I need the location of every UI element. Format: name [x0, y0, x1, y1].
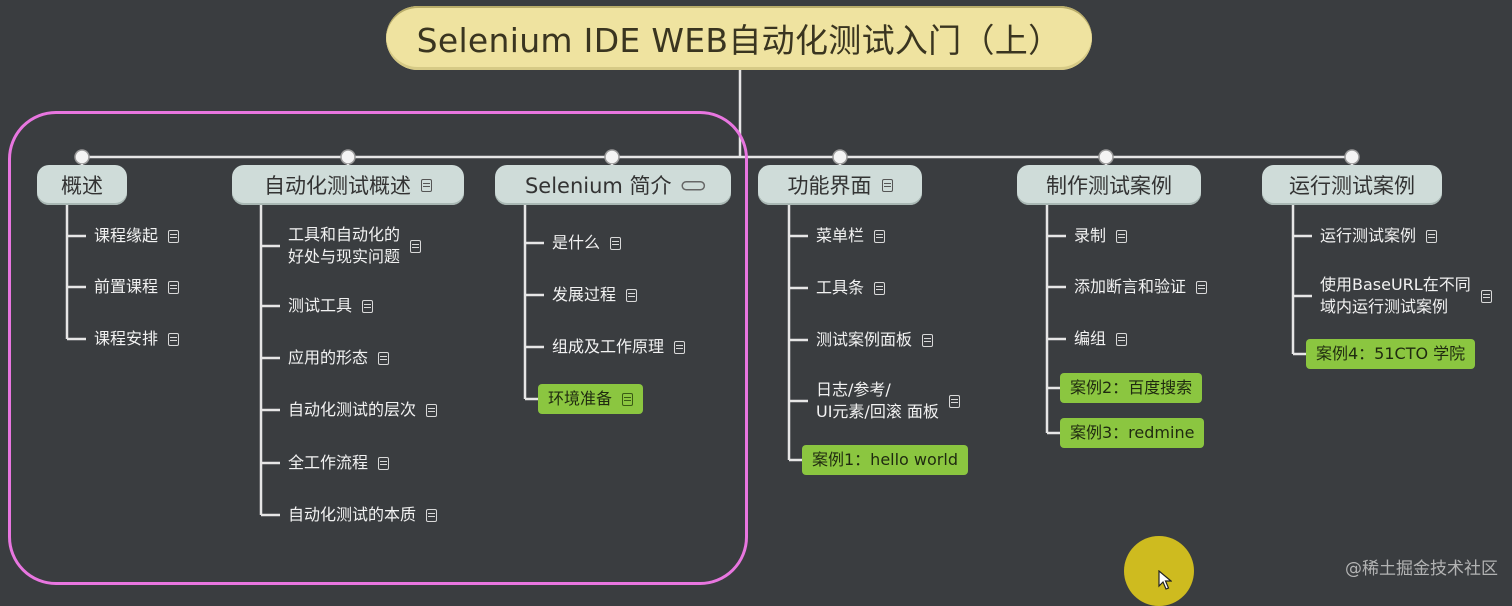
leaf-topic-text: 是什么	[552, 233, 601, 252]
leaf-topic-text: 发展过程	[552, 285, 617, 304]
leaf-topic[interactable]: 工具条	[816, 277, 886, 299]
case-leaf[interactable]: 案例2：百度搜索	[1060, 373, 1203, 403]
branch-topic-title: 功能界面	[787, 174, 872, 198]
leaf-topic-text: 前置课程	[94, 277, 159, 296]
note-icon[interactable]	[626, 288, 638, 302]
leaf-topic-text: 编组	[1074, 329, 1107, 348]
branch-topic-title: 运行测试案例	[1289, 174, 1415, 198]
leaf-topic[interactable]: 组成及工作原理	[552, 336, 686, 358]
leaf-topic-text: 录制	[1074, 226, 1107, 245]
leaf-topic[interactable]: 自动化测试的本质	[288, 504, 438, 526]
leaf-topic-text: 全工作流程	[288, 453, 369, 472]
branch-topic[interactable]: 制作测试案例	[1017, 165, 1201, 205]
leaf-topic[interactable]: 测试工具	[288, 295, 374, 317]
note-icon[interactable]	[881, 178, 893, 192]
note-icon[interactable]	[1426, 229, 1438, 243]
leaf-topic[interactable]: 自动化测试的层次	[288, 399, 438, 421]
leaf-topic-text: 工具和自动化的好处与现实问题	[288, 225, 401, 266]
leaf-topic-text: 应用的形态	[288, 348, 369, 367]
leaf-topic[interactable]: 使用BaseURL在不同域内运行测试案例	[1320, 274, 1492, 318]
leaf-topic[interactable]: 运行测试案例	[1320, 225, 1438, 247]
leaf-topic[interactable]: 测试案例面板	[816, 329, 934, 351]
leaf-topic[interactable]: 编组	[1074, 328, 1128, 350]
note-icon[interactable]	[168, 332, 180, 346]
note-icon[interactable]	[1480, 289, 1492, 303]
leaf-topic-text: 菜单栏	[816, 226, 865, 245]
branch-topic-title: 自动化测试概述	[264, 174, 411, 198]
branch-node-dot	[832, 149, 848, 165]
note-icon[interactable]	[378, 456, 390, 470]
leaf-topic-text: 使用BaseURL在不同域内运行测试案例	[1320, 275, 1471, 316]
branch-topic[interactable]: 功能界面	[758, 165, 922, 205]
leaf-topic[interactable]: 发展过程	[552, 284, 638, 306]
case-leaf[interactable]: 案例3：redmine	[1060, 418, 1205, 448]
leaf-topic-text: 课程缘起	[94, 226, 159, 245]
leaf-topic[interactable]: 全工作流程	[288, 452, 390, 474]
link-icon[interactable]: ⊂⊃	[679, 173, 707, 197]
note-icon[interactable]	[610, 236, 622, 250]
leaf-topic-text: 日志/参考/UI元素/回滚 面板	[816, 380, 939, 421]
note-icon[interactable]	[168, 229, 180, 243]
leaf-topic-text: 自动化测试的本质	[288, 505, 417, 524]
leaf-topic-text: 案例2：百度搜索	[1070, 378, 1193, 397]
leaf-topic-text: 工具条	[816, 278, 865, 297]
leaf-topic-text: 环境准备	[548, 389, 613, 408]
note-icon[interactable]	[410, 239, 422, 253]
leaf-topic-text: 案例4：51CTO 学院	[1316, 344, 1466, 363]
leaf-topic[interactable]: 菜单栏	[816, 225, 886, 247]
note-icon[interactable]	[378, 351, 390, 365]
note-icon[interactable]	[874, 229, 886, 243]
leaf-topic[interactable]: 是什么	[552, 232, 622, 254]
root-topic[interactable]: Selenium IDE WEB自动化测试入门（上）	[386, 6, 1092, 70]
branch-topic[interactable]: 运行测试案例	[1262, 165, 1442, 205]
leaf-topic[interactable]: 应用的形态	[288, 347, 390, 369]
leaf-topic-text: 案例3：redmine	[1070, 423, 1195, 442]
note-icon[interactable]	[948, 394, 960, 408]
branch-topic-title: Selenium 简介	[524, 174, 672, 198]
root-topic-title: Selenium IDE WEB自动化测试入门（上）	[416, 21, 1062, 60]
leaf-topic[interactable]: 录制	[1074, 225, 1128, 247]
note-icon[interactable]	[362, 299, 374, 313]
leaf-topic[interactable]: 工具和自动化的好处与现实问题	[288, 224, 422, 268]
leaf-topic-text: 添加断言和验证	[1074, 277, 1187, 296]
leaf-topic[interactable]: 添加断言和验证	[1074, 276, 1208, 298]
mouse-cursor-icon	[1158, 570, 1172, 590]
note-icon[interactable]	[874, 281, 886, 295]
branch-node-dot	[1344, 149, 1360, 165]
note-icon[interactable]	[168, 280, 180, 294]
leaf-topic-text: 案例1：hello world	[812, 450, 958, 469]
case-leaf[interactable]: 案例4：51CTO 学院	[1306, 339, 1476, 369]
note-icon[interactable]	[922, 333, 934, 347]
note-icon[interactable]	[1116, 229, 1128, 243]
selection-outline	[8, 111, 748, 585]
branch-topic[interactable]: Selenium 简介 ⊂⊃	[495, 165, 731, 205]
branch-topic-title: 概述	[61, 174, 103, 198]
note-icon[interactable]	[622, 392, 634, 406]
watermark: @稀土掘金技术社区	[1345, 559, 1498, 579]
note-icon[interactable]	[1116, 332, 1128, 346]
leaf-topic-text: 运行测试案例	[1320, 226, 1417, 245]
leaf-topic-text: 自动化测试的层次	[288, 400, 417, 419]
branch-topic-title: 制作测试案例	[1046, 174, 1172, 198]
note-icon[interactable]	[674, 340, 686, 354]
case-leaf[interactable]: 案例1：hello world	[802, 445, 968, 475]
note-icon[interactable]	[426, 403, 438, 417]
leaf-topic-text: 组成及工作原理	[552, 337, 665, 356]
branch-topic[interactable]: 自动化测试概述	[232, 165, 464, 205]
note-icon[interactable]	[1196, 280, 1208, 294]
branch-node-dot	[1098, 149, 1114, 165]
leaf-topic[interactable]: 前置课程	[94, 276, 180, 298]
leaf-topic[interactable]: 课程缘起	[94, 225, 180, 247]
branch-topic[interactable]: 概述	[37, 165, 127, 205]
leaf-topic[interactable]: 日志/参考/UI元素/回滚 面板	[816, 379, 960, 423]
case-leaf[interactable]: 环境准备	[538, 384, 644, 414]
leaf-topic-text: 课程安排	[94, 329, 159, 348]
leaf-topic[interactable]: 课程安排	[94, 328, 180, 350]
note-icon[interactable]	[421, 178, 432, 192]
leaf-topic-text: 测试案例面板	[816, 330, 913, 349]
note-icon[interactable]	[426, 508, 438, 522]
leaf-topic-text: 测试工具	[288, 296, 353, 315]
